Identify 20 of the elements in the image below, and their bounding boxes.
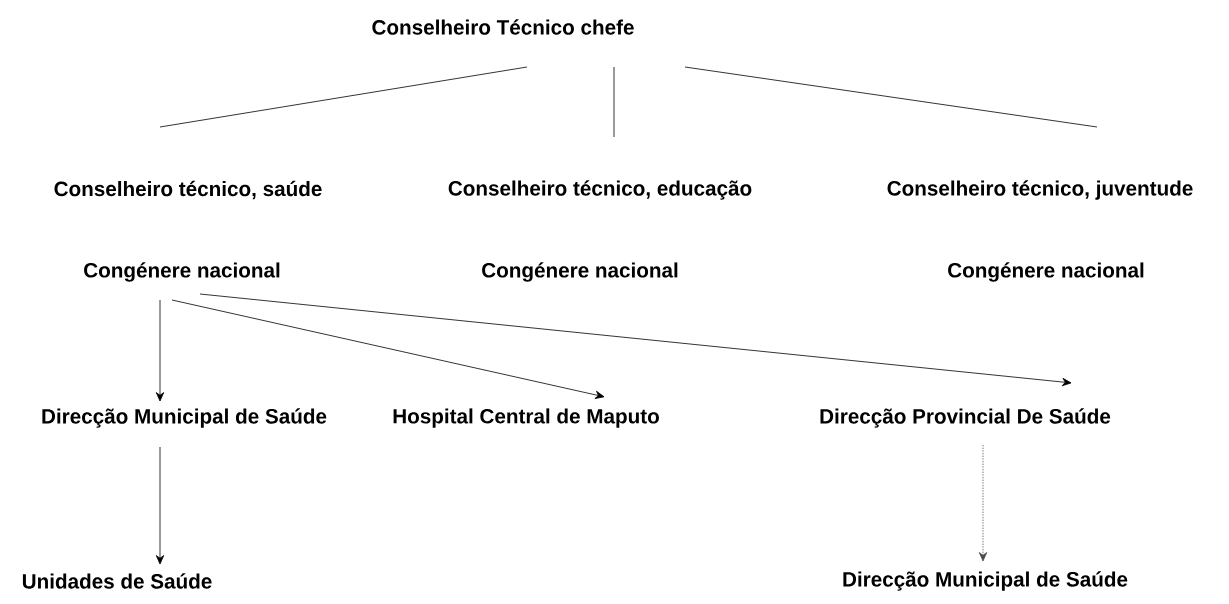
org-label: Congénere nacional	[948, 262, 1144, 282]
connector	[159, 66, 528, 128]
connector	[199, 293, 1072, 387]
connector	[613, 66, 615, 138]
org-label: Hospital Central de Maputo	[393, 408, 659, 428]
org-label: Congénere nacional	[84, 262, 280, 282]
org-label: Direcção Provincial De Saúde	[820, 408, 1111, 428]
org-label: Direcção Municipal de Saúde	[843, 571, 1128, 591]
connector	[978, 444, 988, 562]
org-label: Conselheiro Técnico chefe	[372, 19, 634, 35]
org-label: Unidades de Saúde	[22, 573, 212, 589]
org-label: Conselheiro técnico, saúde	[54, 180, 322, 200]
connector	[155, 299, 165, 402]
connector	[171, 299, 605, 399]
connector	[684, 66, 1098, 128]
org-label: Direcção Municipal de Saúde	[42, 408, 327, 428]
org-label: Conselheiro técnico, educação	[448, 180, 752, 200]
org-label: Congénere nacional	[482, 262, 678, 282]
connector	[155, 446, 165, 565]
org-label: Conselheiro técnico, juventude	[887, 180, 1193, 200]
